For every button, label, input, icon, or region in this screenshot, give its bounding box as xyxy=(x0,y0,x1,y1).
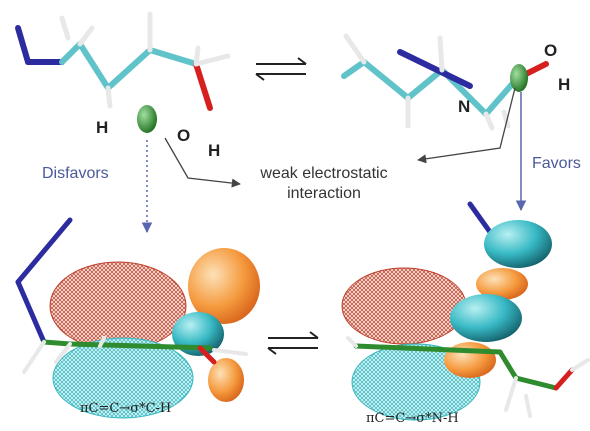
orbital-right: πC=C→σ*N-H xyxy=(341,201,590,426)
molecule-top-left: H O H xyxy=(15,11,231,160)
orbital-label-right: πC=C→σ*N-H xyxy=(366,411,459,426)
orbital-left: πC=C→σ*C-H xyxy=(15,217,260,419)
label-interaction: interaction xyxy=(287,185,361,202)
sigma-teal-lower-right xyxy=(450,294,522,342)
atom-label-n-right: N xyxy=(458,97,470,116)
sigma-teal-upper-right xyxy=(484,220,552,268)
sigma-orange-lower-left xyxy=(208,358,244,402)
atom-label-oh-h-left: H xyxy=(208,141,220,160)
lone-pair-lobe xyxy=(137,105,157,133)
equilibrium-arrows-bottom xyxy=(267,331,319,355)
lone-pair-lobe-right xyxy=(510,64,528,92)
sigma-orange-upper-left xyxy=(188,248,260,324)
pi-orbital-top-right xyxy=(341,267,467,345)
pi-orbital-top-left xyxy=(49,261,187,351)
atom-label-h-right: H xyxy=(558,75,570,94)
atom-label-o-right: O xyxy=(544,41,557,60)
sigma-orange-lower-right xyxy=(444,342,496,378)
equilibrium-arrows-top xyxy=(255,57,307,81)
sigma-orange-upper-right xyxy=(476,268,528,300)
electrostatic-arrow-left xyxy=(164,137,241,188)
atom-label-h-left: H xyxy=(96,118,108,137)
orbital-label-left: πC=C→σ*C-H xyxy=(80,401,171,416)
label-weak-electrostatic: weak electrostatic xyxy=(259,165,387,182)
label-disfavors: Disfavors xyxy=(42,165,109,182)
label-favors: Favors xyxy=(532,155,581,172)
electrostatic-arrow-right xyxy=(417,87,516,164)
molecule-top-right: N O H xyxy=(341,33,570,131)
atom-label-o-left: O xyxy=(177,126,190,145)
pi-orbital-bottom-left xyxy=(52,337,194,419)
